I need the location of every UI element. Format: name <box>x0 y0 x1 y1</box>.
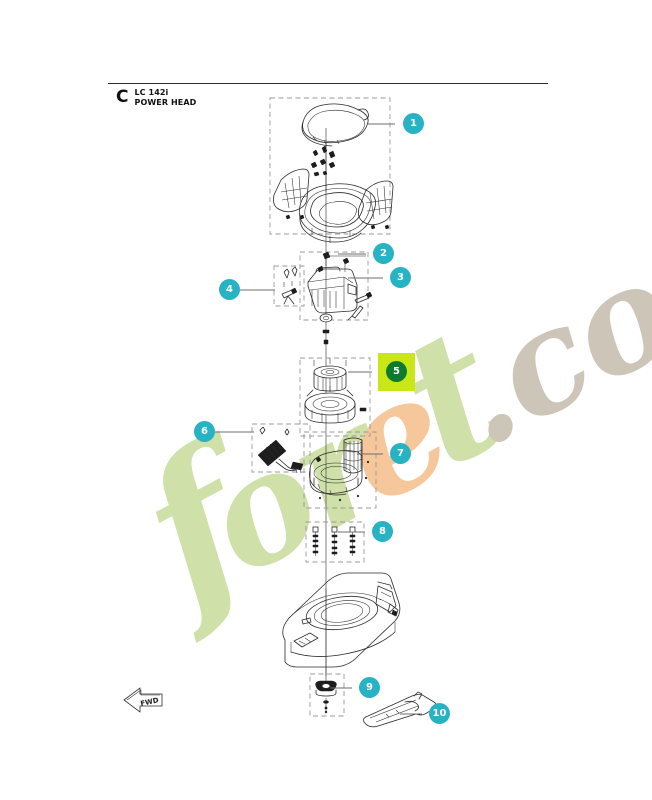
model-name: LC 142i <box>134 88 169 97</box>
callout-badge-7[interactable]: 7 <box>390 443 411 464</box>
header-divider-rule <box>108 83 548 84</box>
part-harness-clips <box>281 266 298 305</box>
part-bolt-center <box>331 526 338 556</box>
callout-leader-lines <box>215 123 422 715</box>
fwd-direction-marker: FWD <box>123 687 163 713</box>
part-console-body <box>298 183 376 243</box>
header: C LC 142i POWER HEAD <box>116 88 196 107</box>
part-motor-bracket <box>309 437 363 496</box>
part-handle-fasteners <box>310 142 336 192</box>
section-letter: C <box>116 87 129 107</box>
part-grommet <box>319 313 333 345</box>
part-motor-can <box>313 358 347 392</box>
part-deck-front-detail <box>293 617 319 648</box>
page-title: POWER HEAD <box>134 97 197 107</box>
header-titles: LC 142i POWER HEAD <box>134 88 196 107</box>
part-top-screws <box>322 251 366 272</box>
group-mounting-bolts <box>305 521 365 563</box>
part-left-side-trim <box>273 168 310 220</box>
part-mower-deck <box>282 572 401 676</box>
callout-badge-4[interactable]: 4 <box>219 279 240 300</box>
callout-badge-3[interactable]: 3 <box>390 267 411 288</box>
group-control-module <box>273 251 373 345</box>
part-motor-mount-ring <box>304 386 367 424</box>
part-blade-hub <box>315 680 337 714</box>
callout-badge-9[interactable]: 9 <box>359 677 380 698</box>
part-bracket-fastener-dots <box>318 460 370 502</box>
part-module-bolts <box>347 291 373 321</box>
callout-badge-5[interactable]: 5 <box>386 361 407 382</box>
part-bolt-left <box>312 526 319 556</box>
group-blade-hub <box>309 673 345 717</box>
callout-badge-1[interactable]: 1 <box>403 113 424 134</box>
callout-badge-6[interactable]: 6 <box>194 421 215 442</box>
callout-badge-10[interactable]: 10 <box>429 703 450 724</box>
part-deck-lever <box>375 581 399 617</box>
group-motor-bracket <box>303 431 377 509</box>
part-cutting-blade <box>363 691 437 728</box>
part-cable-connector <box>257 426 304 474</box>
part-handle-shell <box>301 103 369 147</box>
part-module-housing <box>307 265 358 314</box>
callout-badge-8[interactable]: 8 <box>372 521 393 542</box>
group-top-cover-handle <box>269 97 394 243</box>
fwd-label: FWD <box>140 696 160 708</box>
callout-badge-2[interactable]: 2 <box>373 243 394 264</box>
part-bolt-right <box>349 526 356 556</box>
part-right-side-trim <box>358 180 394 230</box>
group-power-cable <box>251 423 311 474</box>
group-motor-assembly <box>299 357 371 437</box>
